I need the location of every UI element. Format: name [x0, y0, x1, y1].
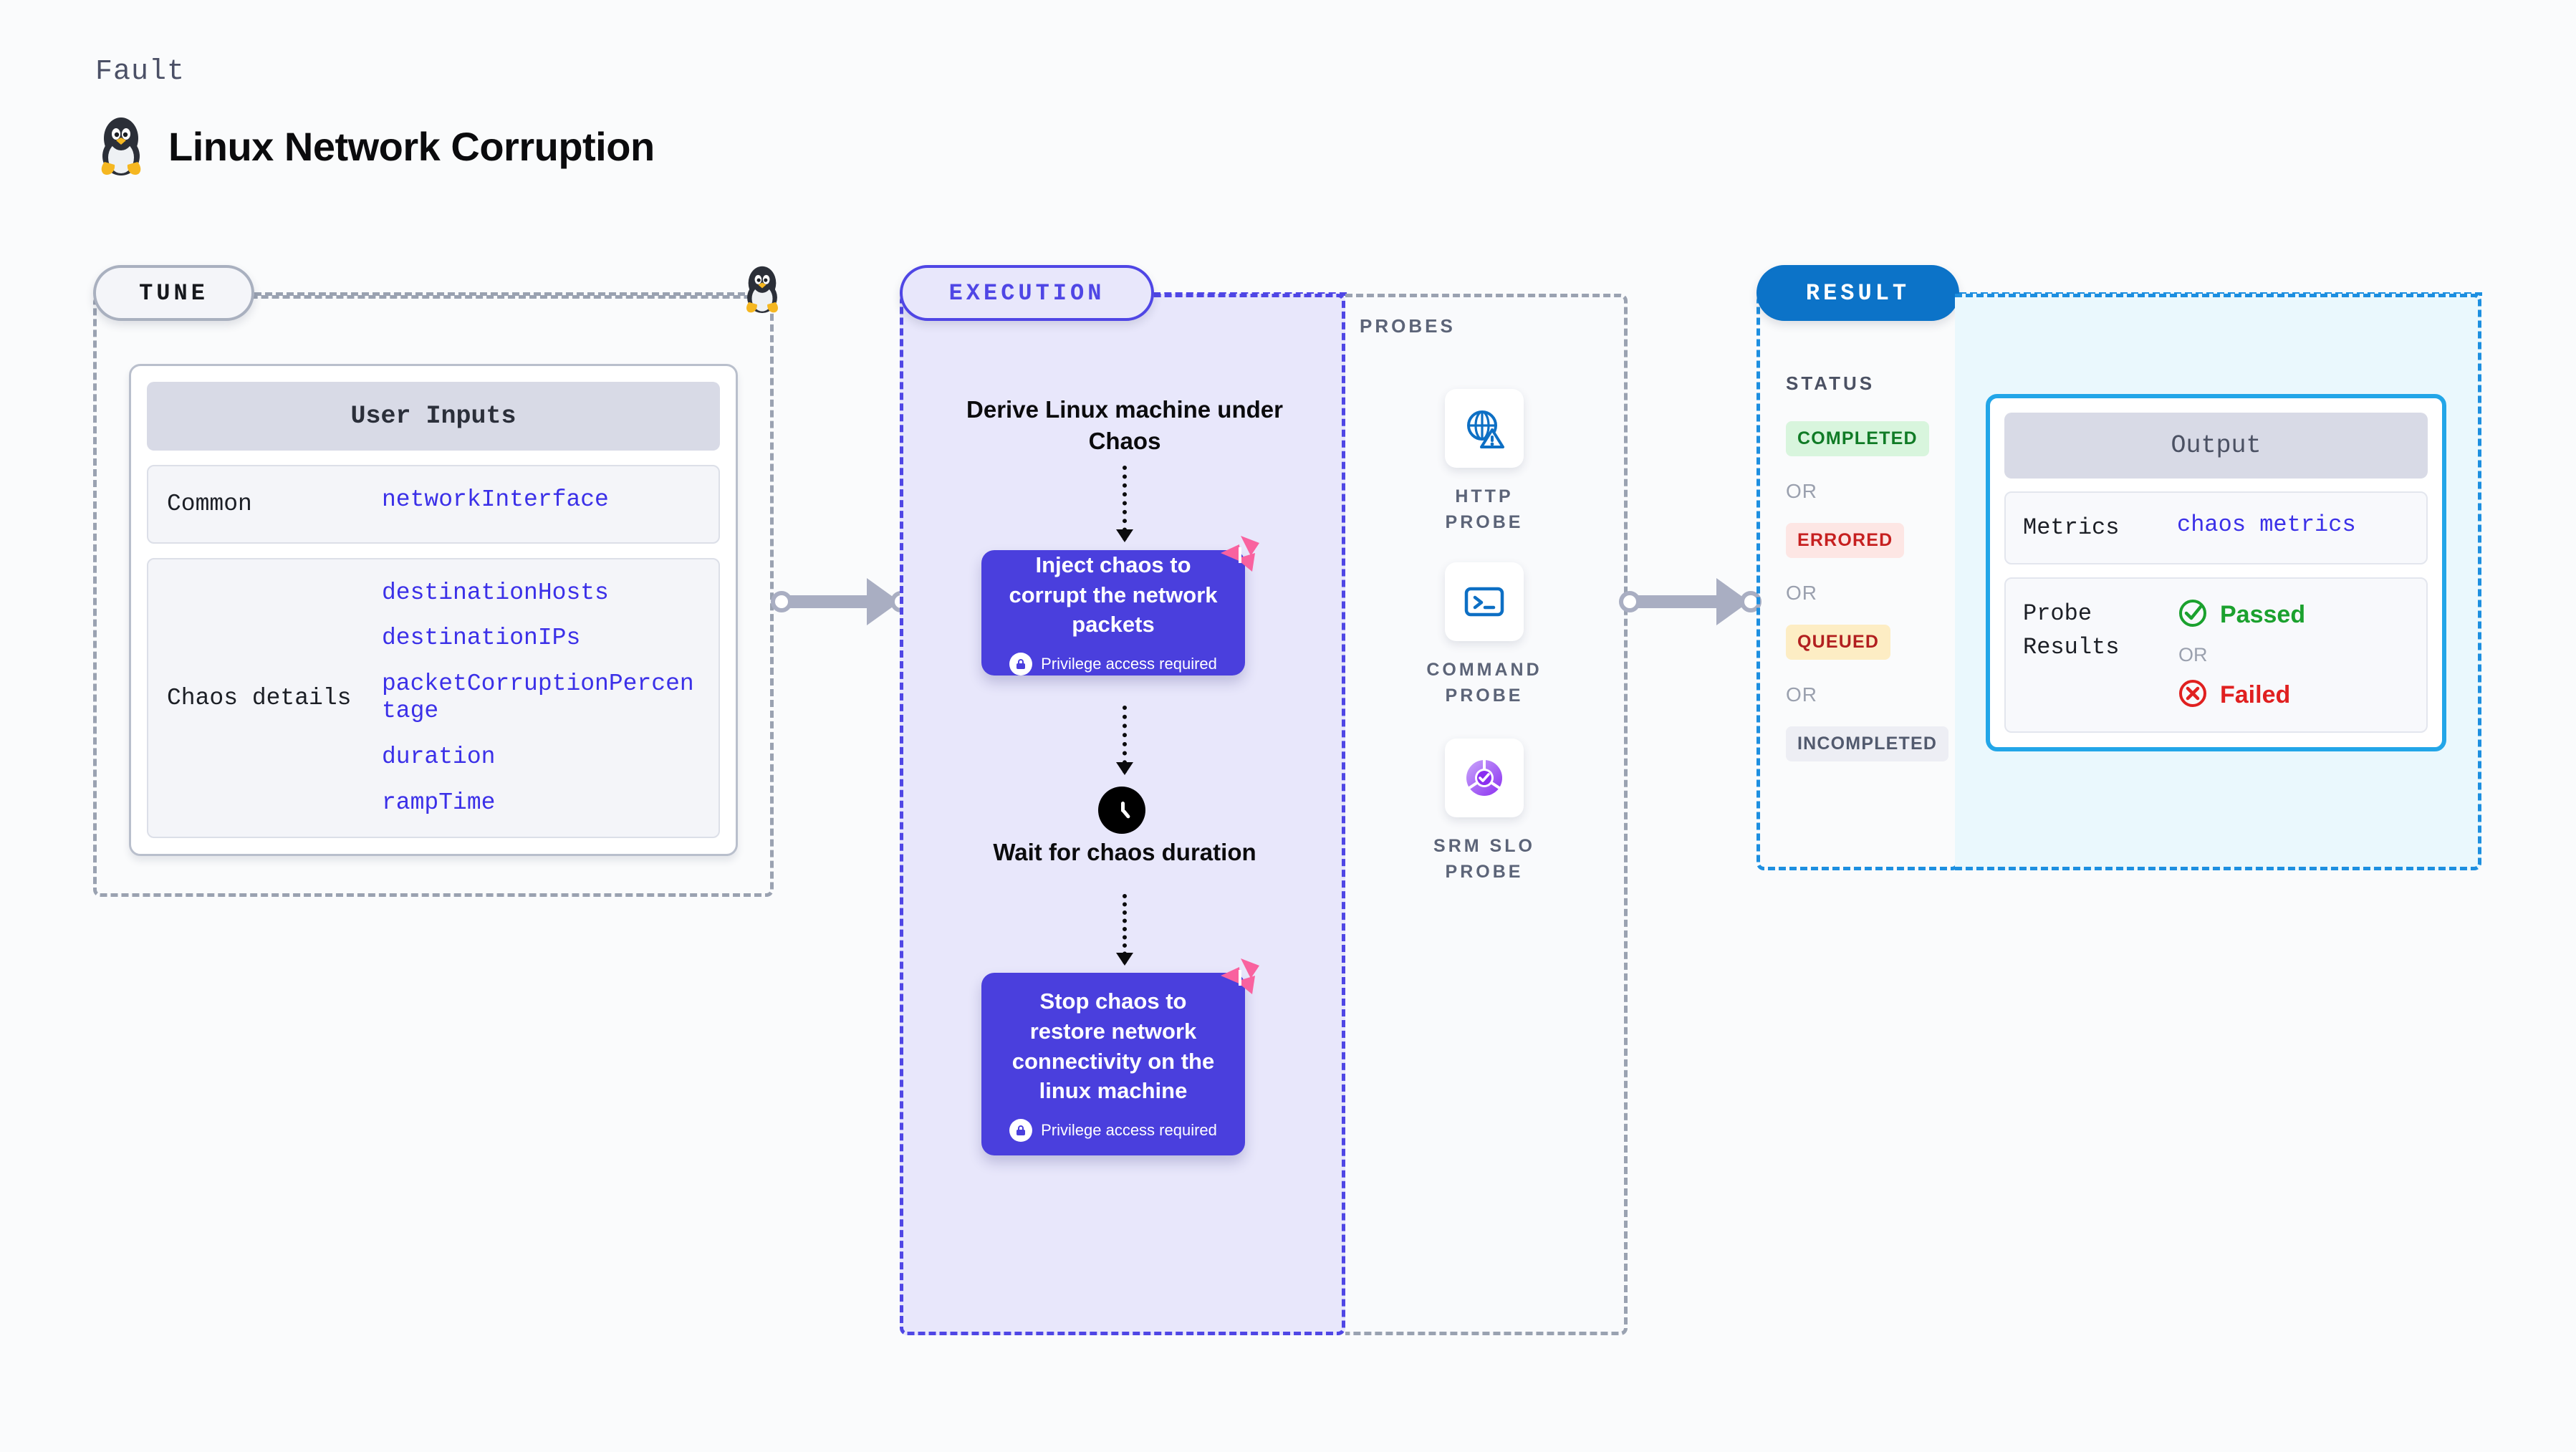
arrow-wait-to-stop	[1116, 894, 1133, 966]
result-pill-label[interactable]: RESULT	[1756, 265, 1959, 321]
input-row-label: Common	[167, 491, 252, 517]
output-row-probe-results: Probe Results Passed OR	[2004, 577, 2428, 734]
execution-step-derive: Derive Linux machine under Chaos	[966, 396, 1283, 454]
slo-donut-check-icon	[1445, 739, 1524, 817]
param-destinationhosts[interactable]: destinationHosts	[382, 579, 609, 606]
failed-label: Failed	[2220, 681, 2291, 709]
param-packetcorruptionpercentage[interactable]: packetCorruptionPercentage	[382, 670, 694, 725]
input-row-common: Common networkInterface	[147, 465, 720, 544]
terminal-icon	[1445, 562, 1524, 641]
status-badge-incompleted: INCOMPLETED	[1786, 726, 1949, 761]
inject-chaos-title: Inject chaos to corrupt the network pack…	[1009, 552, 1218, 638]
probe-result-or-label: OR	[2178, 644, 2208, 666]
harness-chaos-badge-icon	[1219, 957, 1261, 997]
output-card: Output Metrics chaos metrics Probe Resul…	[1986, 394, 2446, 752]
execution-stop-chaos-box[interactable]: Stop chaos to restore network connectivi…	[981, 958, 1259, 1155]
probes-title: PROBES	[1360, 315, 1456, 337]
clock-icon	[1098, 787, 1145, 834]
param-destinationips[interactable]: destinationIPs	[382, 625, 581, 652]
probe-command[interactable]: COMMAND PROBE	[1413, 562, 1556, 709]
cross-circle-icon	[2177, 678, 2209, 713]
lock-icon	[1009, 653, 1033, 676]
user-inputs-header: User Inputs	[147, 382, 720, 451]
globe-warning-icon	[1445, 389, 1524, 468]
input-row-chaos-details: Chaos details destinationHosts destinati…	[147, 557, 720, 839]
linux-tux-corner-icon	[741, 264, 783, 319]
lock-icon	[1009, 1119, 1033, 1143]
param-ramptime[interactable]: rampTime	[382, 789, 496, 817]
input-row-label: Chaos details	[167, 684, 352, 711]
execution-inject-chaos-box[interactable]: Inject chaos to corrupt the network pack…	[981, 536, 1259, 676]
output-row-label: Probe Results	[2023, 600, 2120, 660]
metrics-value[interactable]: chaos metrics	[2177, 511, 2356, 538]
probe-label: HTTP PROBE	[1445, 486, 1524, 533]
execution-pill-label[interactable]: EXECUTION	[900, 265, 1154, 321]
probe-http[interactable]: HTTP PROBE	[1413, 389, 1556, 536]
page-title-row: Linux Network Corruption	[95, 115, 655, 178]
output-row-metrics: Metrics chaos metrics	[2004, 491, 2428, 565]
probe-label: SRM SLO PROBE	[1433, 836, 1535, 883]
arrow-inject-to-wait	[1116, 706, 1133, 775]
passed-label: Passed	[2220, 601, 2306, 629]
connector-line	[788, 595, 867, 608]
privilege-text: Privilege access required	[1041, 655, 1217, 673]
status-or-label: OR	[1786, 683, 1817, 706]
status-or-label: OR	[1786, 582, 1817, 604]
harness-chaos-badge-icon	[1219, 534, 1261, 574]
privilege-text: Privilege access required	[1041, 1121, 1217, 1140]
inject-chaos-privilege-note: Privilege access required	[1009, 653, 1217, 676]
probe-result-passed: Passed	[2177, 597, 2409, 633]
probe-srm-slo[interactable]: SRM SLO PROBE	[1413, 739, 1556, 885]
status-badge-completed: COMPLETED	[1786, 421, 1929, 456]
arrow-derive-to-inject	[1116, 466, 1133, 542]
status-or-label: OR	[1786, 480, 1817, 502]
connector-tune-to-execution	[771, 578, 912, 625]
page-title: Linux Network Corruption	[168, 123, 655, 169]
output-header: Output	[2004, 413, 2428, 479]
connector-line	[1636, 595, 1716, 608]
param-networkinterface[interactable]: networkInterface	[382, 486, 609, 513]
input-row-values: destinationHosts destinationIPs packetCo…	[382, 580, 700, 817]
check-circle-icon	[2177, 597, 2209, 633]
param-duration[interactable]: duration	[382, 744, 496, 771]
output-row-label: Metrics	[2023, 514, 2120, 541]
connector-probes-to-result	[1619, 578, 1762, 625]
probe-label: COMMAND PROBE	[1426, 660, 1542, 706]
tune-connector-line	[254, 292, 756, 296]
probe-result-failed: Failed	[2177, 678, 2409, 713]
input-row-values: networkInterface	[382, 486, 700, 514]
execution-step-wait: Wait for chaos duration	[993, 839, 1256, 865]
status-badge-queued: QUEUED	[1786, 625, 1891, 660]
tune-pill-label[interactable]: TUNE	[93, 265, 254, 321]
page-eyebrow: Fault	[95, 56, 186, 88]
linux-tux-icon	[95, 115, 147, 178]
status-badge-errored: ERRORED	[1786, 523, 1905, 558]
status-title: STATUS	[1786, 372, 1875, 394]
user-inputs-card: User Inputs Common networkInterface Chao…	[129, 364, 738, 857]
stop-chaos-title: Stop chaos to restore network connectivi…	[1011, 988, 1215, 1104]
stop-chaos-privilege-note: Privilege access required	[1009, 1119, 1217, 1143]
